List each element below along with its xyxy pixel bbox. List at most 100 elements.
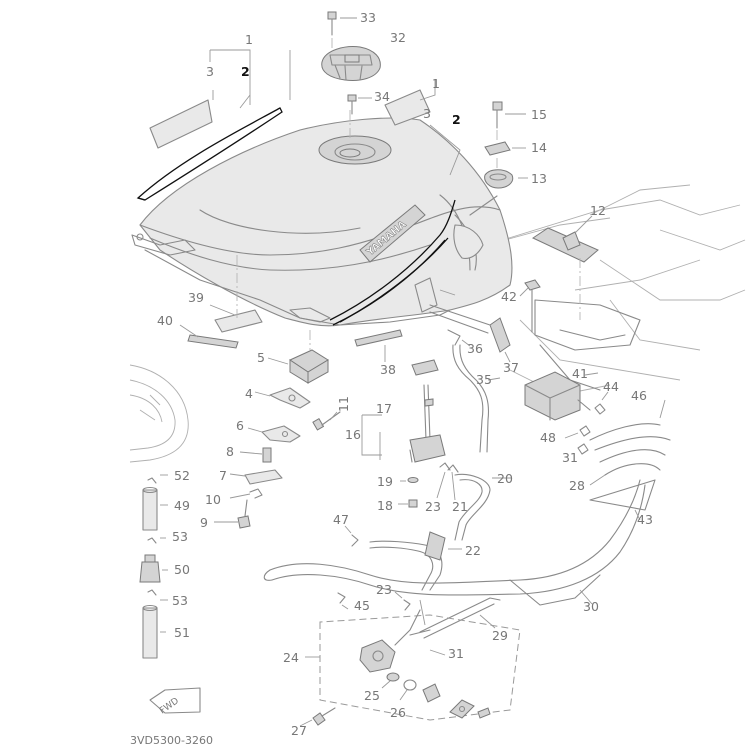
overflow-pipes: [589, 399, 671, 521]
side-cover-outline: [129, 364, 189, 463]
valve-24: [359, 609, 431, 673]
callout-p29: 29: [492, 628, 508, 643]
callout-p20: 20: [497, 471, 513, 486]
callout-p26: 26: [390, 705, 406, 720]
callout-p18: 18: [377, 498, 393, 513]
oring-26: [399, 679, 417, 701]
callout-p49: 49: [174, 498, 190, 513]
plate-7: [229, 469, 283, 485]
cap-bolt-33: [327, 11, 357, 36]
hose-35: [452, 344, 501, 453]
callout-p25: 25: [364, 688, 380, 703]
clip-44: [594, 391, 609, 415]
callout-p12: 12: [590, 203, 606, 218]
callout-p9: 9: [200, 515, 208, 530]
bracket-12: [531, 215, 599, 263]
flap-rear: [414, 277, 491, 334]
callout-p23a: 23: [425, 499, 441, 514]
clip-36: [447, 329, 471, 347]
callout-p19: 19: [377, 474, 393, 489]
hose-20: [454, 473, 512, 541]
callout-p39: 39: [188, 290, 204, 305]
clip-10: [229, 488, 263, 499]
pad-39: [209, 304, 263, 333]
damper-13: [484, 169, 528, 189]
callout-p42: 42: [501, 289, 517, 304]
clip-23-lower: [394, 591, 411, 611]
clip-45: [337, 592, 349, 610]
bracket-17: [361, 359, 439, 456]
callout-p50: 50: [174, 562, 190, 577]
hose-22: [369, 531, 462, 591]
callout-p2a: 2: [241, 64, 250, 79]
bolt-27: [299, 707, 336, 727]
frame-outline: [469, 184, 746, 396]
assembly-24-box: [305, 614, 521, 721]
clips-23-21: [436, 462, 459, 501]
callout-p41: 41: [572, 366, 588, 381]
callout-p10: 10: [205, 492, 221, 507]
callout-p11: 11: [336, 396, 351, 412]
bolt-15: [492, 101, 526, 129]
callout-p7: 7: [219, 468, 227, 483]
callout-p14: 14: [531, 140, 547, 155]
callout-p37: 37: [503, 360, 519, 375]
callout-p48: 48: [540, 430, 556, 445]
washer-19: [400, 477, 419, 483]
screw-right: [477, 707, 491, 719]
callout-p24: 24: [283, 650, 299, 665]
callout-p35: 35: [476, 372, 492, 387]
callout-p27: 27: [291, 723, 307, 738]
ring-25: [381, 672, 400, 689]
bracket-4: [254, 387, 311, 409]
callout-p38: 38: [380, 362, 396, 377]
left-column-parts: [139, 474, 168, 659]
callout-p43: 43: [637, 512, 653, 527]
callout-p6: 6: [236, 418, 244, 433]
callout-p23b: 23: [376, 582, 392, 597]
pump-41: [524, 371, 599, 421]
damper-37: [489, 317, 511, 363]
callout-p15: 15: [531, 107, 547, 122]
pad-38: [354, 329, 403, 362]
callout-p3b: 3: [423, 106, 431, 121]
callout-p4: 4: [245, 386, 253, 401]
emblem-3-left: [149, 99, 213, 149]
callout-p36: 36: [467, 341, 483, 356]
clip-48: [564, 425, 591, 439]
fuel-cock-16: [409, 384, 446, 463]
callout-p5: 5: [257, 350, 265, 365]
callout-p53a: 53: [172, 529, 188, 544]
washer-14: [484, 141, 526, 156]
callout-p51: 51: [174, 625, 190, 640]
clip-31-right: [577, 443, 589, 455]
bolt-18: [398, 499, 418, 508]
callout-p31a: 31: [562, 450, 578, 465]
front-direction-marker: FWD: [149, 687, 201, 716]
callout-p28: 28: [569, 478, 585, 493]
clip-47: [344, 525, 359, 547]
plate-6: [247, 425, 301, 443]
callout-p21: 21: [452, 499, 468, 514]
cable-29: [419, 597, 501, 639]
callout-p34: 34: [374, 89, 390, 104]
callout-p1b: 1: [432, 76, 440, 91]
knob: [422, 683, 441, 703]
callout-p1a: 1: [245, 32, 253, 47]
leader-lines: [209, 49, 461, 656]
callout-labels: 1 1 2 2 3 3 4 5 6 7 8 9 10 11 12 13 14 1…: [157, 10, 653, 738]
callout-p32: 32: [390, 30, 406, 45]
callout-p45: 45: [354, 598, 370, 613]
callout-p8: 8: [226, 444, 234, 459]
callout-p31b: 31: [448, 646, 464, 661]
hose-30: [263, 479, 646, 606]
bolt-34: [347, 94, 372, 115]
callout-p46: 46: [631, 388, 647, 403]
bolt-9: [214, 499, 251, 529]
emblem-3-right: [384, 89, 431, 126]
tank-stripes: [136, 107, 456, 326]
callout-p53b: 53: [172, 593, 188, 608]
callout-p17: 17: [376, 401, 392, 416]
callout-p3a: 3: [206, 64, 214, 79]
